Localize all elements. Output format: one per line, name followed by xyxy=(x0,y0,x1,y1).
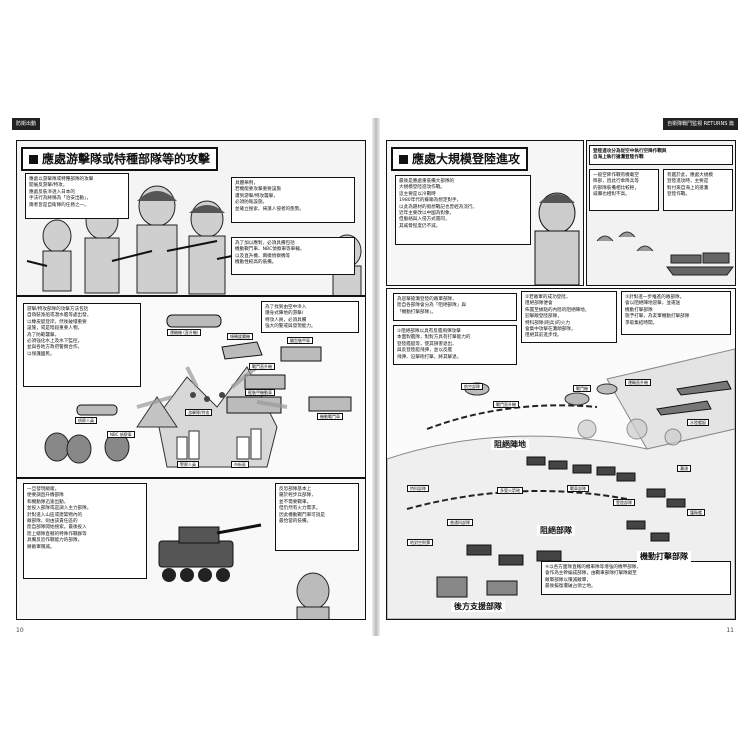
left-example-caption: 具體舉例， 若機能要攻擊重要設施 遭到游擊/特攻襲擊， 必須防衛設施， 並確立搜… xyxy=(231,177,355,223)
label-mlrs: 多管火箭砲 xyxy=(497,487,523,494)
left-running-head: 防衛出動 xyxy=(12,118,41,130)
detection-caption: 為了找到由空中滲入 隱身式陣地的游擊/ 特攻人員，必須具備 強大的警戒與發現能力… xyxy=(261,301,359,333)
label-recon: 偵察人員 xyxy=(75,417,97,424)
label-buildings: 市街區 xyxy=(231,461,249,468)
right-intro-caption: 最後是應處重裝備大部隊的 大規模登陸進攻作戰。 這主要是以冷戰時 1980年代的… xyxy=(395,175,531,245)
left-equipment-caption: 為了加以應對，必須具備包括 機動戰鬥車、NBC偵察車等車輛， 以及直升機、兩棲偵… xyxy=(231,237,355,275)
step1-caption: ①阻絕部隊以具有反艦飛彈攻擊 本面對艦隊，對對方具有打擊能力的 登陸艦艇等，使其… xyxy=(393,325,517,365)
label-mcv: 機動戰鬥車 xyxy=(317,413,343,420)
left-section-title: 應處游擊隊或特種部隊等的攻擊 xyxy=(21,147,219,171)
label-support-unit: 後方支援部隊 xyxy=(451,601,505,612)
label-mobile-unit: 機動打擊部隊 xyxy=(637,551,691,562)
guerrilla-method-caption: 游擊/特攻部隊的攻擊方法包括 自偽裝漁船或潛水艦等處出發， 以橡皮艇登岸，然後破… xyxy=(23,303,141,387)
label-combat-heli: 戰鬥直升機 xyxy=(493,401,519,408)
left-title-text: 應處游擊隊或特種部隊等的攻擊 xyxy=(42,152,211,166)
method-caption: 為迎擊搶灘登陸的敵軍部隊， 陸自各部隊會分為「阻絕部隊」與 「機動打擊部隊」。 xyxy=(393,293,517,321)
left-intro-caption: 應處以游擊隊或特種部隊的攻擊 開展反游擊/特攻， 應處反裝滲透入日本的 手法行為… xyxy=(25,173,129,219)
landing-types-banner: 登陸進攻分為從空中執行空降作戰與 自海上執行搶灘登陸作戰 xyxy=(589,145,733,165)
label-osprey: 傾轉旋翼機 xyxy=(227,333,253,340)
right-page: 自衛隊戰鬥監視 RETURNS 篇 應處大規模登陸進攻 最後是應處重裝備大部隊的… xyxy=(384,118,738,636)
label-tank: 戰車部隊 xyxy=(567,485,589,492)
label-nbc-car: NBC 偵察車 xyxy=(107,431,135,438)
left-top-panel: 應處游擊隊或特種部隊等的攻擊 應處以游擊隊或特種部隊的攻擊 開展反游擊/特攻， … xyxy=(16,140,366,296)
airborne-caption: 一般空降作戰有機載空 降部，因此行傘降兵等 的部隊裝備相比較輕， 威懾也相對不高… xyxy=(589,169,659,211)
left-page-number: 10 xyxy=(16,627,24,634)
label-enemy-ship: 水陸艦艇 xyxy=(687,419,709,426)
label-beach: 灘頭 xyxy=(677,465,691,472)
label-police: 警察人員 xyxy=(177,461,199,468)
right-top-right-panel: 登陸進攻分為從空中執行空降作戰與 自海上執行搶灘登陸作戰 一般空降作戰有機載空 … xyxy=(586,140,736,286)
label-infantry: 普通科部隊 xyxy=(447,519,473,526)
right-page-number: 11 xyxy=(726,627,734,634)
label-air-force: 航空部隊 xyxy=(461,383,483,390)
left-page: 防衛出動 應處游擊隊或特種部隊等的攻擊 應處以游擊隊或特種部隊的攻擊 開展反游擊… xyxy=(12,118,368,636)
armor-caption: 反恐部隊基本上 屬於輕步兵部隊， 並不需要戰車， 但仍然有火力需求。 因此機動戰… xyxy=(275,483,359,551)
label-landing: 登陸部隊 xyxy=(613,499,635,506)
label-sam: 地對空飛彈 xyxy=(407,539,433,546)
book-spine xyxy=(372,118,380,636)
right-title-text: 應處大規模登陸進攻 xyxy=(412,152,521,166)
step2-caption: ②若敵軍的成功登陸， 阻絕部隊便會 佈置至據點的內陸的阻絕陣地， 迎擊敵登陸部隊… xyxy=(521,291,617,343)
label-fighter: 戰鬥機 xyxy=(573,385,591,392)
right-top-left-panel: 應處大規模登陸進攻 最後是應處重裝備大部隊的 大規模登陸進攻作戰。 這主要是以冷… xyxy=(386,140,584,286)
label-transport: 運輸直升機 xyxy=(625,379,651,386)
label-truck: 輕裝甲機動車 xyxy=(245,389,275,396)
deployment-caption: 一旦發現敵蹤， 便要調直升機部隊 和機動隊迅速出動， 並投入部隊或是調入主力部隊… xyxy=(23,483,147,579)
right-running-head: 自衛隊戰鬥監視 RETURNS 篇 xyxy=(663,118,738,130)
label-ship: 護衛艦 xyxy=(687,509,705,516)
label-apc: 輪型裝甲車 xyxy=(287,337,313,344)
landing-illustration xyxy=(587,141,735,285)
right-battle-panel: 為迎擊搶灘登陸的敵軍部隊， 陸自各部隊會分為「阻絕部隊」與 「機動打擊部隊」。 … xyxy=(386,288,736,620)
label-attack-heli: 戰鬥直升機 xyxy=(249,363,275,370)
label-blocking-unit: 阻絕部隊 xyxy=(537,525,575,536)
step4-caption: ④以各方面隊直轄的機車隊等增強的機甲部隊， 會作為主幹編成部隊，由戰車部隊打擊隊… xyxy=(541,561,731,595)
left-bottom-panel: 一旦發現敵蹤， 便要調直升機部隊 和機動隊迅速出動， 並投入部隊或是調入主力部隊… xyxy=(16,478,366,620)
label-blocking-position: 阻絕陣地 xyxy=(491,439,529,450)
label-chinook: 運輸機 (直升機) xyxy=(167,329,202,336)
label-enemy: 游擊隊/特攻 xyxy=(185,409,213,416)
label-arty: 特科部隊 xyxy=(407,485,429,492)
left-middle-panel: 游擊/特攻部隊的攻擊方法包括 自偽裝漁船或潛水艦等處出發， 以橡皮艇登岸，然後破… xyxy=(16,296,366,478)
amphibious-caption: 有鑑於此，應處大規模 登陸進攻時，主要是 對付來自海上的搶灘 登陸作戰。 xyxy=(663,169,733,211)
right-section-title: 應處大規模登陸進攻 xyxy=(391,147,529,171)
step3-caption: ③針對進一步推進的敵部隊， 會以阻絕陣地迎擊，並運送 機動打擊部隊 施予打擊，為… xyxy=(621,291,731,335)
